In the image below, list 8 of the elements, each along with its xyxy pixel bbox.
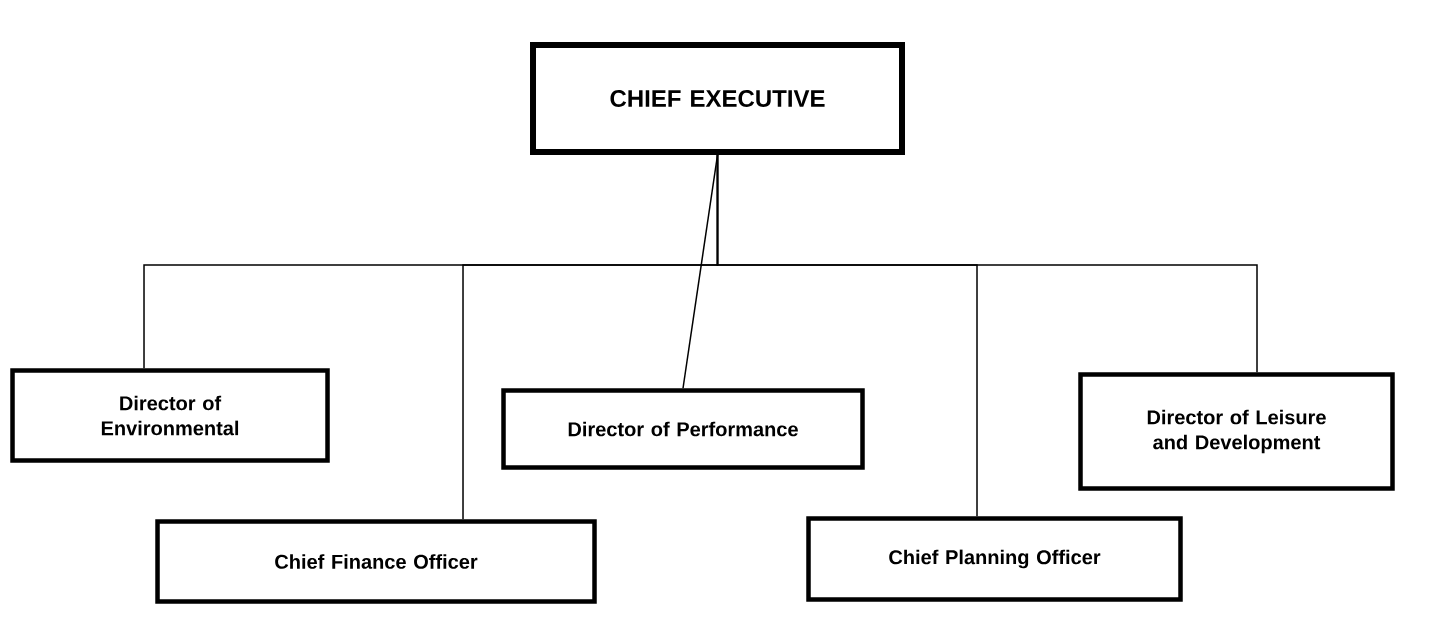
connector-line: [682, 154, 719, 389]
connector-line: [716, 154, 1258, 373]
org-box: Director of Performance: [501, 388, 865, 470]
org-box: CHIEF EXECUTIVE: [530, 42, 905, 155]
org-box: Chief Planning Officer: [806, 516, 1183, 602]
org-box: Director of Environmental: [10, 368, 330, 463]
org-box: Chief Finance Officer: [155, 519, 597, 604]
org-box: Director of Leisure and Development: [1078, 372, 1395, 491]
